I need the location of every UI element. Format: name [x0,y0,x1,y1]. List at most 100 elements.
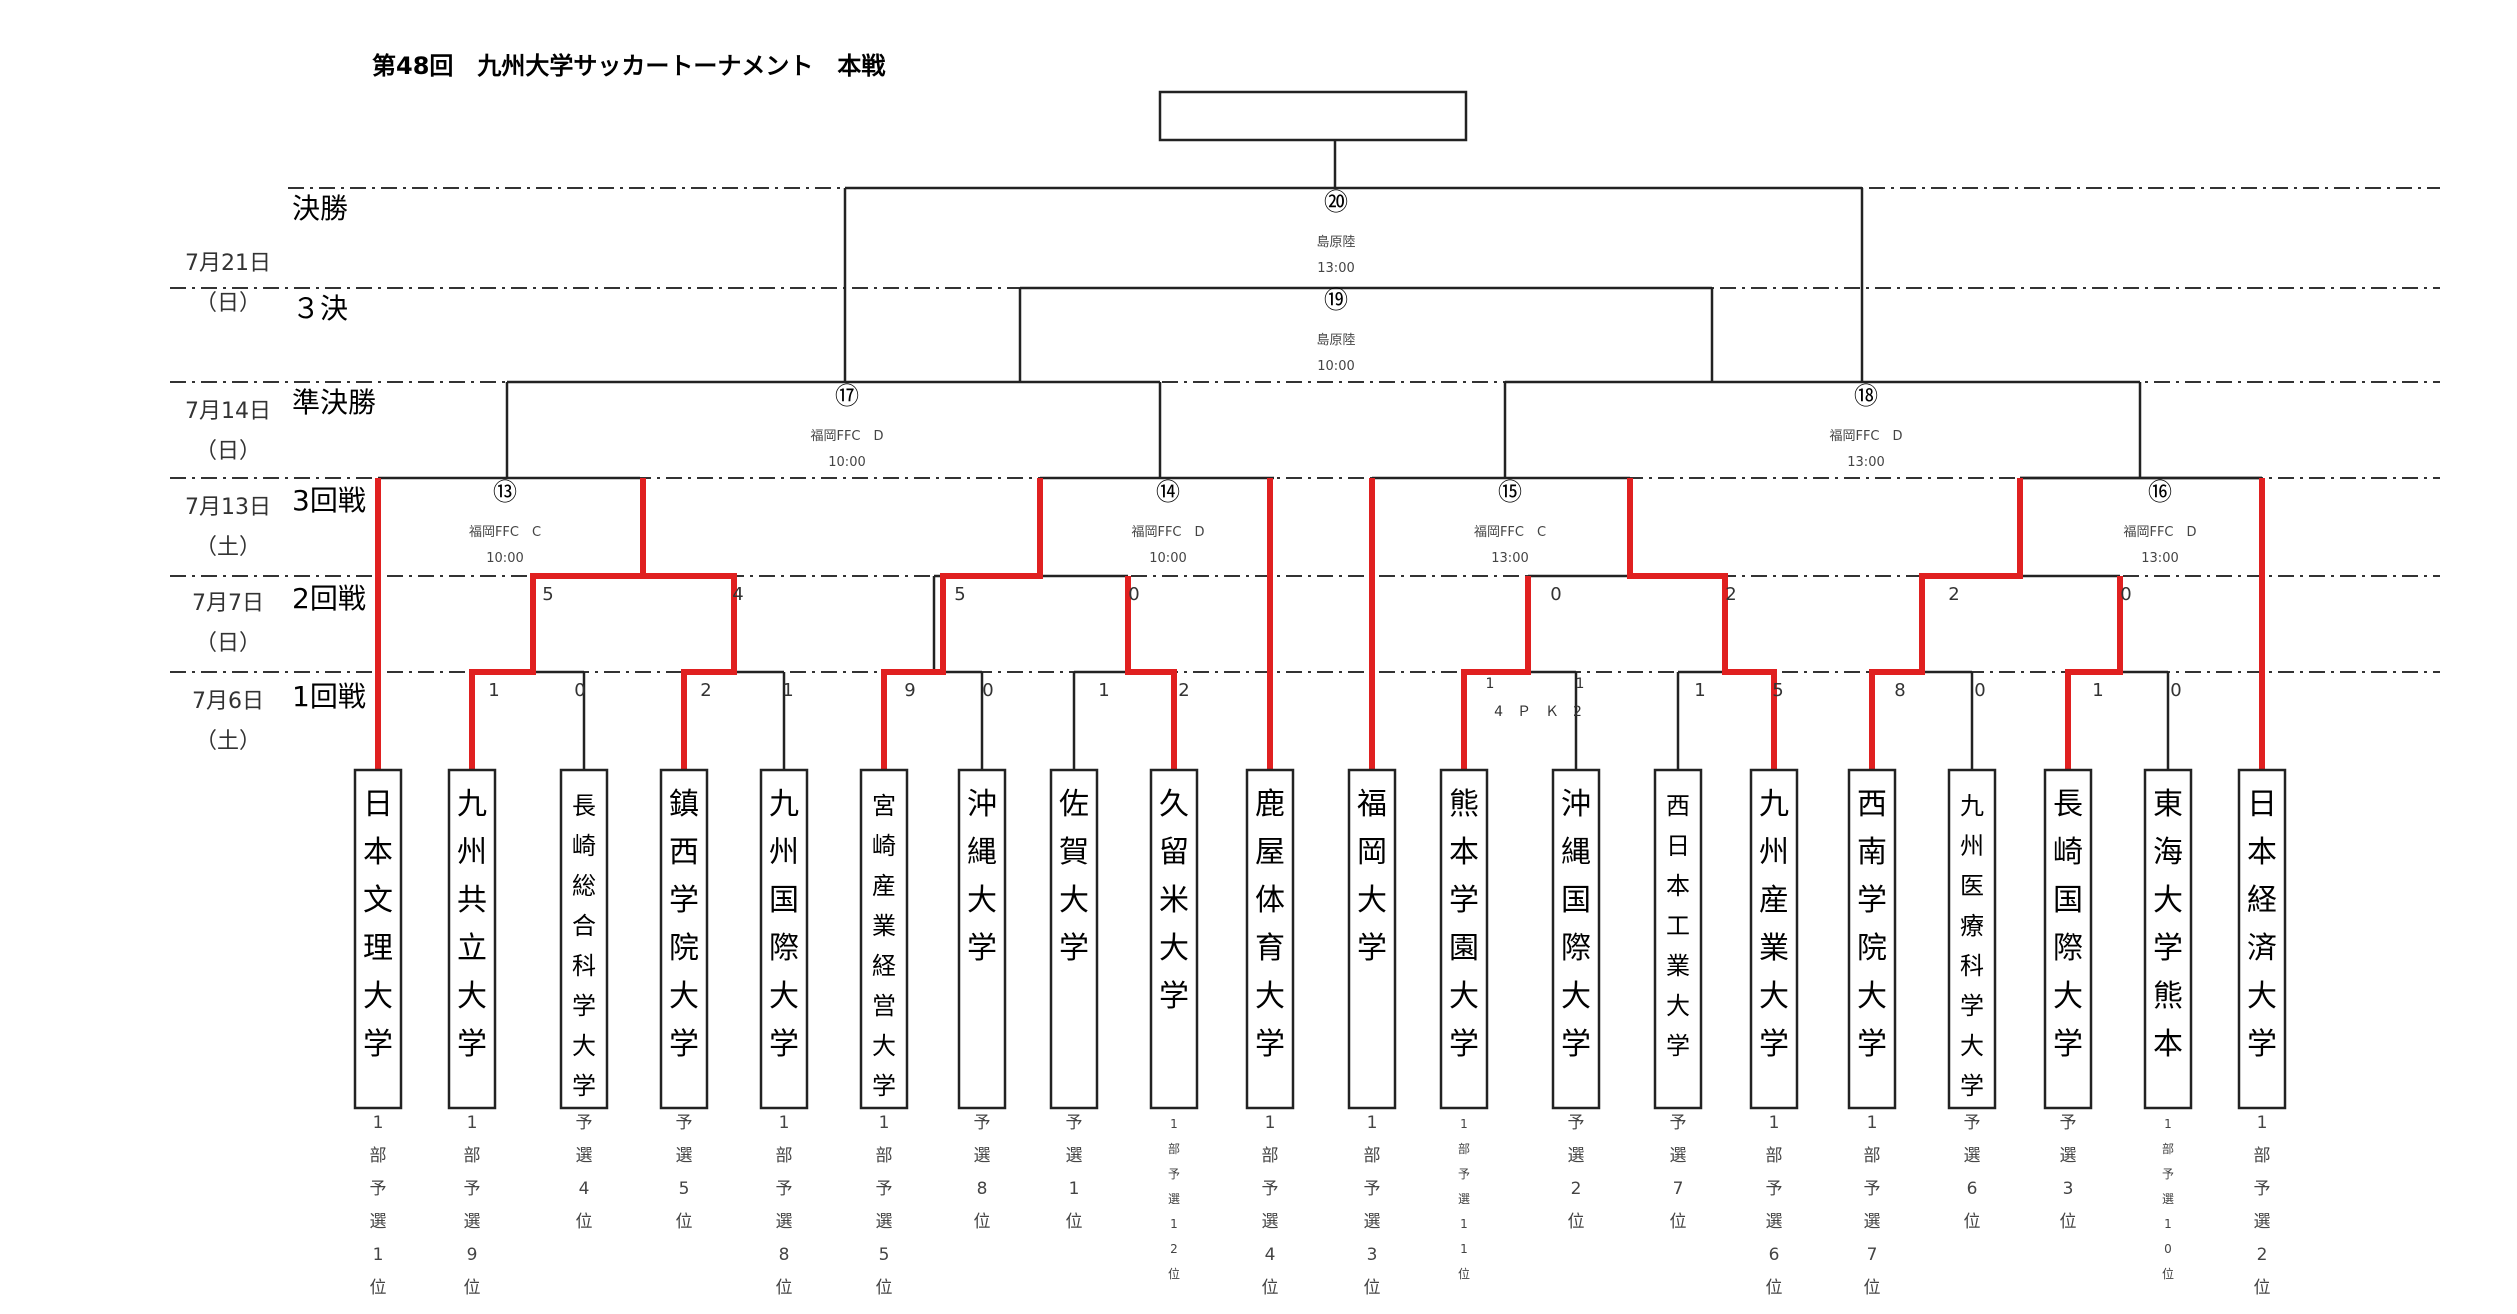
team-name-char: 沖 [967,787,997,822]
qualification-char: 1 [1170,1117,1178,1131]
team-name-char: 海 [2153,835,2183,870]
qualification-char: 予 [1670,1113,1687,1133]
qualification-char: 1 [373,1113,384,1133]
match-time: 13:00 [1847,455,1884,470]
team-name-char: 日 [1666,832,1690,860]
team-name-char: 日 [363,787,393,822]
team-name-char: 科 [1960,952,1984,980]
team-name-char: 崎 [572,832,596,860]
qualification-char: 予 [1766,1179,1783,1199]
team-name-char: 学 [363,1027,393,1062]
team-name-char: 業 [1666,952,1690,980]
qualification-char: 5 [679,1179,690,1199]
team-name-char: 工 [1666,912,1690,940]
qualification-char: 3 [1367,1245,1378,1265]
qualification-char: 部 [1364,1146,1381,1166]
team-name-char: 佐 [1059,787,1089,822]
winner-path [2065,576,2123,770]
team-name-char: 学 [2247,1027,2277,1062]
team-name-char: 大 [1159,931,1189,966]
team-name-char: 州 [769,835,799,870]
team-name-char: 岡 [1357,835,1387,870]
team-name-char: 大 [572,1032,596,1060]
team-name-char: 学 [457,1027,487,1062]
team-name-char: 院 [1857,931,1887,966]
team-name-char: 西 [1666,792,1690,820]
qualification-char: 位 [1766,1278,1783,1298]
team-name-char: 体 [1255,883,1285,918]
day-of-week-label: （日） [195,291,261,316]
team-name-char: 南 [1857,835,1887,870]
team-name-char: 共 [457,883,487,918]
team-name-char: 米 [1159,883,1189,918]
team-name-char: 本 [1449,835,1479,870]
score-left: 8 [1894,680,1905,701]
team-name-char: 際 [769,931,799,966]
qualification-char: 予 [1568,1113,1585,1133]
team-name-char: 宮 [872,792,896,820]
qualification-char: 部 [1262,1146,1279,1166]
team-boxes: 日本文理大学1部予選1位九州共立大学1部予選9位長崎総合科学大学予選4位鎮西学院… [353,768,2287,1298]
qualification-char: 位 [1168,1266,1180,1281]
qualification-char: 位 [974,1212,991,1232]
qualification-char: 予 [1864,1179,1881,1199]
team-box [1947,768,1997,1110]
round-label: 決勝 [292,192,348,225]
team-name-char: 州 [1759,835,1789,870]
pk-score: 4 Ｐ Ｋ 2 [1494,704,1582,720]
match-number: ⑮ [1498,478,1522,506]
qualification-char: 6 [1769,1245,1780,1265]
qualification-char: 予 [1458,1167,1470,1181]
team-box [759,768,809,1110]
team-box [1347,768,1397,1110]
team-name-char: 沖 [1561,787,1591,822]
qualification-char: 1 [1069,1179,1080,1199]
team-name-char: 科 [572,952,596,980]
winner-path [1627,478,1777,770]
match-venue: 福岡FFC C [469,525,541,540]
qualification-char: 0 [2164,1242,2172,1256]
team-name-char: 学 [572,1072,596,1100]
team-name-char: 学 [1357,931,1387,966]
team-name-char: 縄 [1561,835,1591,870]
page-title: 第48回 九州大学サッカートーナメント 本戦 [372,52,885,80]
team-name-char: 留 [1159,835,1189,870]
qualification-char: 選 [876,1212,893,1232]
team-name-char: 大 [1666,992,1690,1020]
team-name-char: 東 [2153,787,2183,822]
qualification-char: 選 [370,1212,387,1232]
qualification-char: 選 [1864,1212,1881,1232]
team-name-char: 九 [1960,792,1984,820]
qualification-char: 予 [1364,1179,1381,1199]
team-name-char: 学 [2053,1027,2083,1062]
team-name-char: 大 [2247,979,2277,1014]
team-name-char: 国 [769,883,799,918]
team-name-char: 学 [967,931,997,966]
team-box [559,768,609,1110]
team-name-char: 産 [872,872,896,900]
team-box [2237,768,2287,1110]
match-time: 10:00 [1317,359,1354,374]
qualification-char: 位 [2162,1266,2174,1281]
qualification-char: 位 [1670,1212,1687,1232]
team-name-char: 鹿 [1255,787,1285,822]
qualification-char: 予 [370,1179,387,1199]
score-left: 9 [904,680,915,701]
round-label: 3回戦 [292,484,366,517]
team-name-char: 大 [1449,979,1479,1014]
match-venue: 福岡FFC D [810,429,883,444]
score-left: 1 [1486,676,1495,692]
team-name-char: 崎 [2053,835,2083,870]
team-name-char: 大 [872,1032,896,1060]
qualification-char: 選 [464,1212,481,1232]
day-of-week-label: （日） [195,439,261,464]
qualification-char: 選 [2060,1146,2077,1166]
team-box [1653,768,1703,1110]
team-name-char: 大 [2053,979,2083,1014]
team-name-char: 賀 [1059,835,1089,870]
team-name-char: 屋 [1255,835,1285,870]
qualification-char: 選 [1766,1212,1783,1232]
qualification-char: 位 [2254,1278,2271,1298]
qualification-char: 位 [676,1212,693,1232]
team-name-char: 業 [1759,931,1789,966]
